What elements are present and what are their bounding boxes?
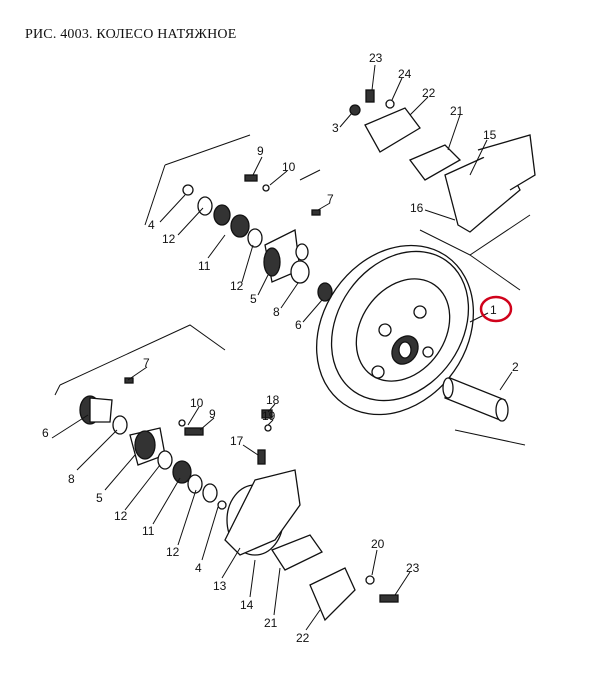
- group-outline-bottom: [54, 324, 226, 396]
- callout-label: 10: [282, 160, 296, 174]
- highlight-circle: [479, 295, 513, 323]
- callout-label: 16: [410, 201, 424, 215]
- callout-label: 4: [195, 561, 202, 575]
- callout-label: 9: [257, 144, 264, 158]
- callout-label: 12: [230, 279, 244, 293]
- callout-label: 10: [190, 396, 204, 410]
- callout-label: 7: [327, 192, 334, 206]
- shaft: [442, 377, 509, 422]
- leader-lines: [51, 64, 513, 631]
- top-parts: [182, 89, 536, 302]
- group-outline-top: [144, 134, 321, 226]
- callout-label: 7: [143, 356, 150, 370]
- callout-label: 5: [96, 491, 103, 505]
- callout-label: 23: [406, 561, 420, 575]
- callout-label: 15: [483, 128, 497, 142]
- callout-label: 6: [42, 426, 49, 440]
- callout-label: 13: [213, 579, 227, 593]
- callout-label: 22: [422, 86, 436, 100]
- callout-label: 12: [166, 545, 180, 559]
- callout-label: 18: [266, 393, 280, 407]
- callouts-bottom: 7 10 9 18 19 17 6 8 5 12 11 12 4 13 14 2…: [42, 356, 420, 645]
- callout-label: 11: [142, 524, 155, 538]
- bracket-outline: [419, 214, 531, 446]
- callout-label: 22: [296, 631, 310, 645]
- callout-label: 4: [148, 218, 155, 232]
- callout-label: 14: [240, 598, 254, 612]
- callout-label: 3: [332, 121, 339, 135]
- callout-label: 12: [162, 232, 176, 246]
- callout-label: 19: [262, 409, 276, 423]
- callout-label: 21: [450, 104, 464, 118]
- idler-wheel: [315, 244, 475, 416]
- figure-title: РИС. 4003. КОЛЕСО НАТЯЖНОЕ: [25, 27, 237, 42]
- callout-label: 12: [114, 509, 128, 523]
- callout-label-highlighted: 1: [490, 303, 497, 317]
- callout-label: 8: [68, 472, 75, 486]
- callout-label: 20: [371, 537, 385, 551]
- callout-label: 23: [369, 51, 383, 65]
- callout-label: 24: [398, 67, 412, 81]
- callout-label: 9: [209, 407, 216, 421]
- callout-label: 5: [250, 292, 257, 306]
- callouts-top: 23 24 22 3 21 15 16 9 10 7 4 12 11 12 5 …: [148, 51, 519, 374]
- callout-label: 17: [230, 434, 244, 448]
- callout-label: 11: [198, 259, 211, 273]
- callout-label: 21: [264, 616, 278, 630]
- callout-label: 6: [295, 318, 302, 332]
- callout-label: 2: [512, 360, 519, 374]
- bottom-parts: [79, 377, 399, 622]
- callout-label: 8: [273, 305, 280, 319]
